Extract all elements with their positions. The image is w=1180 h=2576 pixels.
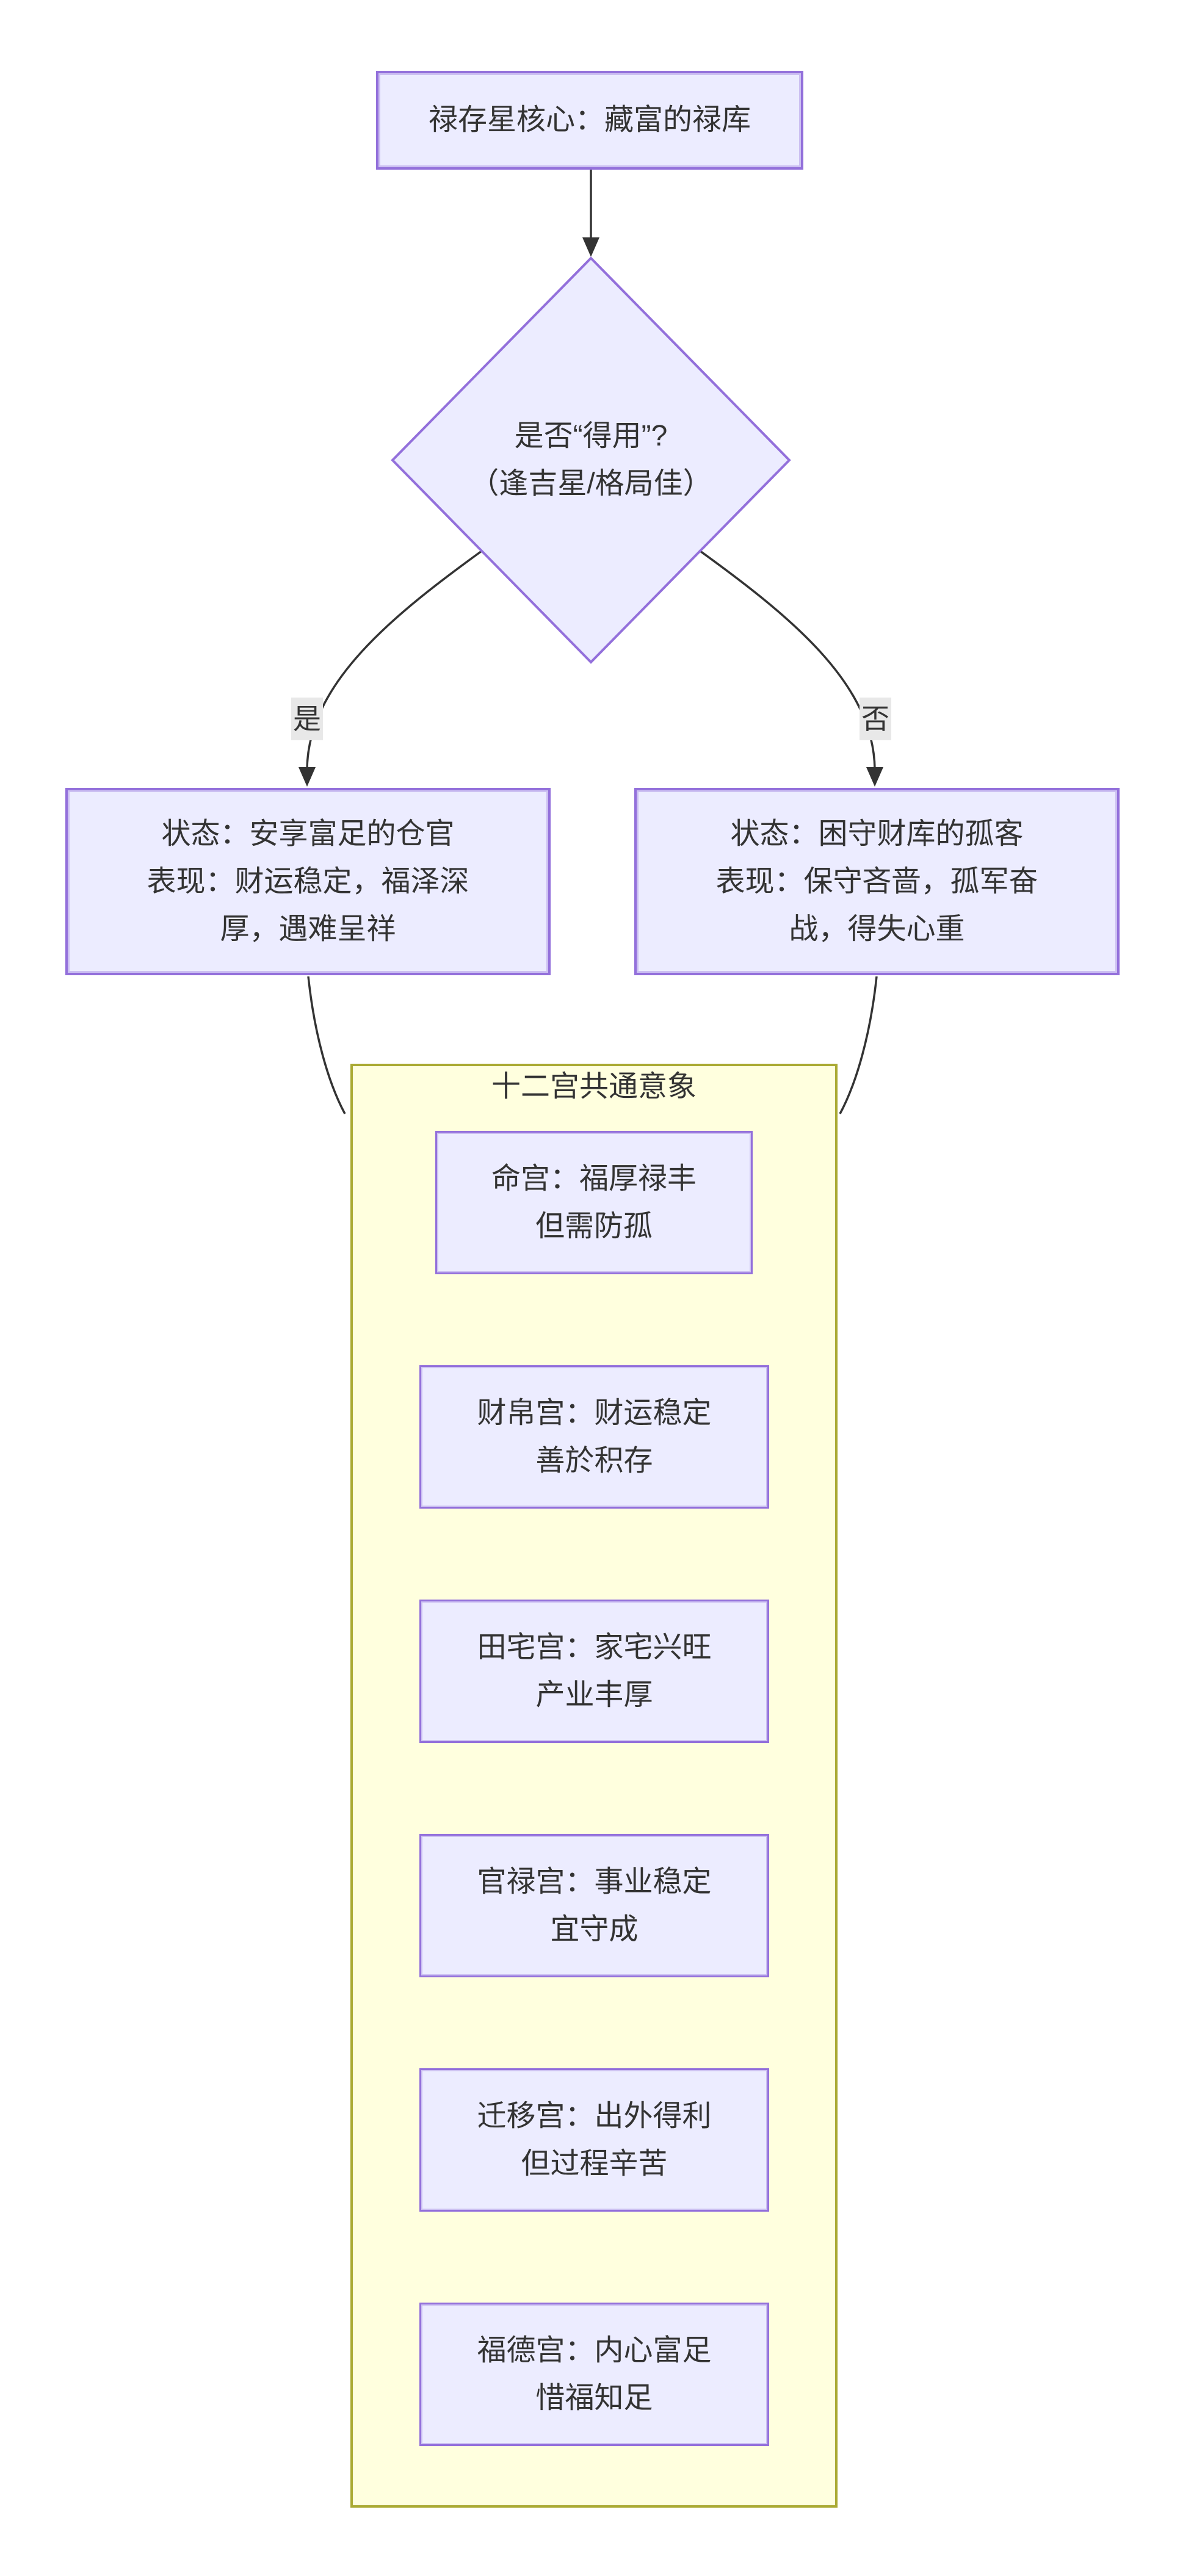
bad-state-line-3: 战，得失心重 — [789, 912, 965, 945]
arrowhead-decision-to-bad — [866, 767, 883, 787]
arrowhead-decision-to-good — [299, 767, 316, 787]
good-state-line-1: 状态：安享富足的仓官 — [161, 817, 455, 850]
arrowhead-root-to-decision — [582, 237, 599, 257]
edge-good-to-cluster — [307, 976, 346, 1114]
palace-qianyi-line-2: 但过程辛苦 — [521, 2147, 668, 2180]
cluster-title: 十二宫共通意象 — [491, 1070, 697, 1103]
node-root-label: 禄存星核心：藏富的禄库 — [428, 104, 751, 136]
palace-fude-line-1: 福德宫：内心富足 — [477, 2334, 712, 2367]
node-palace-guanlu: 官禄宫：事业稳定 宜守成 — [419, 1834, 769, 1977]
decision-line-2: （逢吉星/格局佳） — [469, 467, 712, 500]
node-bad-state: 状态：困守财库的孤客 表现：保守吝啬，孤军奋 战，得失心重 — [634, 788, 1120, 975]
edge-label-no: 否 — [860, 698, 891, 740]
edge-bad-to-cluster — [839, 976, 878, 1114]
node-palace-caibo: 财帛宫：财运稳定 善於积存 — [419, 1365, 769, 1509]
edge-decision-to-bad — [692, 545, 876, 770]
palace-guanlu-line-1: 官禄宫：事业稳定 — [477, 1865, 712, 1898]
decision-line-1: 是否“得用”? — [514, 420, 668, 452]
good-state-line-2: 表现：财运稳定，福泽深 — [147, 865, 469, 898]
node-decision: 是否“得用”? （逢吉星/格局佳） — [408, 411, 774, 509]
node-good-state: 状态：安享富足的仓官 表现：财运稳定，福泽深 厚，遇难呈祥 — [65, 788, 551, 975]
palace-tianzhai-line-1: 田宅宫：家宅兴旺 — [477, 1631, 712, 1664]
cluster-twelve-palaces: 十二宫共通意象 命宫：福厚禄丰 但需防孤 财帛宫：财运稳定 善於积存 田宅宫：家… — [350, 1064, 838, 2508]
palace-ming-line-1: 命宫：福厚禄丰 — [491, 1162, 697, 1195]
node-palace-qianyi: 迁移宫：出外得利 但过程辛苦 — [419, 2068, 769, 2212]
palace-caibo-line-2: 善於积存 — [535, 1444, 653, 1477]
node-palace-tianzhai: 田宅宫：家宅兴旺 产业丰厚 — [419, 1600, 769, 1743]
node-palace-ming: 命宫：福厚禄丰 但需防孤 — [435, 1131, 753, 1274]
node-palace-fude: 福德宫：内心富足 惜福知足 — [419, 2303, 769, 2446]
bad-state-line-2: 表现：保守吝啬，孤军奋 — [715, 865, 1038, 898]
palace-fude-line-2: 惜福知足 — [535, 2381, 653, 2414]
palace-ming-line-2: 但需防孤 — [535, 1210, 653, 1243]
palace-caibo-line-1: 财帛宫：财运稳定 — [477, 1396, 712, 1429]
palace-qianyi-line-1: 迁移宫：出外得利 — [477, 2099, 712, 2132]
palace-guanlu-line-2: 宜守成 — [550, 1913, 639, 1946]
edge-decision-to-good — [306, 545, 490, 770]
edge-label-yes: 是 — [291, 698, 323, 740]
bad-state-line-1: 状态：困守财库的孤客 — [730, 817, 1024, 850]
decision-diamond-shape — [391, 256, 791, 664]
node-root: 禄存星核心：藏富的禄库 — [376, 71, 803, 170]
palace-tianzhai-line-2: 产业丰厚 — [535, 1678, 653, 1711]
good-state-line-3: 厚，遇难呈祥 — [220, 912, 396, 945]
